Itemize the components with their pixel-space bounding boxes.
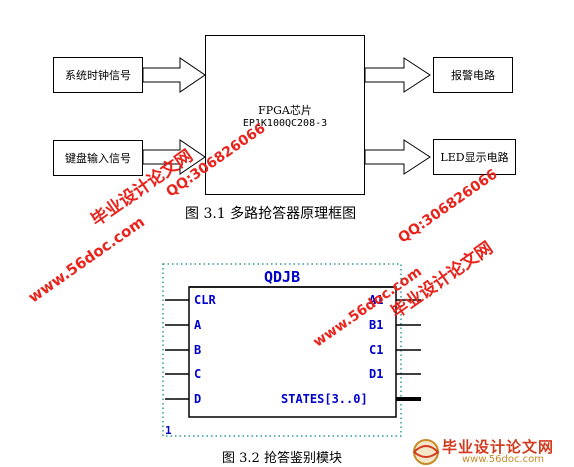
arrow-fpga-to-led: [364, 139, 431, 175]
pin-label-a1: A1: [369, 293, 384, 307]
figure-3-2-caption: 图 3.2 抢答鉴别模块: [222, 451, 342, 466]
output-led-box: LED显示电路: [433, 139, 516, 175]
pin-label-b1: B1: [369, 318, 384, 332]
pin-label-d1: D1: [369, 367, 384, 381]
output-led-label: LED显示电路: [440, 151, 509, 164]
logo-globe-icon: [413, 439, 439, 465]
fpga-part-number: EP1K100QC208-3: [242, 117, 328, 129]
pin-label-c1: C1: [369, 343, 384, 357]
fpga-chip-box: FPGA芯片 EP1K100QC208-3: [205, 35, 365, 195]
output-alarm-label: 报警电路: [451, 69, 495, 82]
module-corner-label: 1: [165, 424, 172, 437]
arrow-clock-to-fpga: [142, 57, 206, 93]
pin-label-states: STATES[3..0]: [281, 392, 368, 406]
input-keyboard-signal-label: 键盘输入信号: [65, 152, 131, 165]
figure-3-1-caption: 图 3.1 多路抢答器原理框图: [185, 206, 357, 222]
fpga-chip-label: FPGA芯片: [258, 103, 312, 117]
pin-label-a: A: [194, 318, 202, 332]
input-clock-signal-box: 系统时钟信号: [53, 57, 143, 93]
pin-label-d: D: [194, 392, 202, 406]
logo-title: 毕业设计论文网: [442, 438, 555, 456]
output-alarm-box: 报警电路: [433, 57, 513, 93]
module-title: QDJB: [264, 268, 301, 286]
arrow-keyboard-to-fpga: [142, 139, 206, 175]
pin-label-b: B: [194, 343, 202, 357]
pin-label-c: C: [194, 367, 202, 381]
input-keyboard-signal-box: 键盘输入信号: [53, 140, 143, 176]
logo-url: www.56doc.com: [462, 454, 545, 465]
arrow-fpga-to-alarm: [364, 57, 431, 93]
input-clock-signal-label: 系统时钟信号: [65, 69, 131, 82]
pin-label-clr: CLR: [194, 293, 216, 307]
logo-globe-swoosh: [413, 445, 440, 458]
